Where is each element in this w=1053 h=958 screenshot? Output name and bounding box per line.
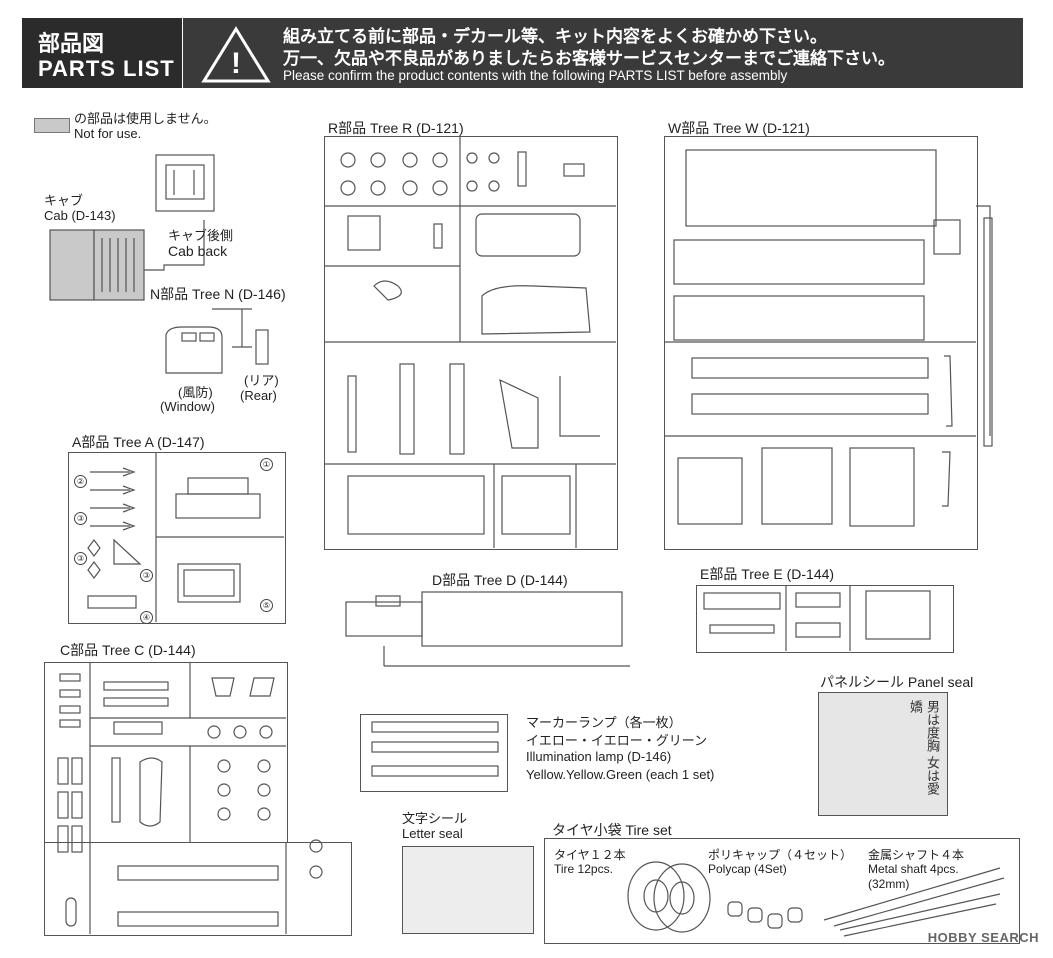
tire-set-title: タイヤ小袋 Tire set — [552, 822, 672, 838]
shaft-ja: 金属シャフト４本 — [868, 848, 965, 862]
tree-w-frame — [664, 136, 978, 550]
tree-r-frame — [324, 136, 618, 550]
not-used-swatch — [34, 118, 70, 133]
tree-a-frame — [68, 452, 286, 624]
cab-label-ja: キャブ — [44, 193, 84, 208]
rear-label-en: (Rear) — [240, 388, 277, 403]
tree-e-frame — [696, 585, 954, 653]
part-number-badge: ① — [260, 458, 273, 471]
tree-a-title: A部品 Tree A (D-147) — [72, 434, 205, 450]
tire-ja: タイヤ１２本 — [554, 848, 626, 862]
notice-ja-1: 組み立てる前に部品・デカール等、キット内容をよくお確かめ下さい。 — [283, 27, 827, 46]
letter-seal-image — [402, 846, 534, 934]
letter-seal-en: Letter seal — [402, 826, 463, 841]
legend-ja: の部品は使用しません。 — [74, 111, 217, 126]
marker-ja-2: イエロー・イエロー・グリーン — [526, 733, 708, 748]
header-title-block: 部品図 PARTS LIST — [22, 18, 182, 88]
tree-n-title: N部品 Tree N (D-146) — [150, 286, 286, 302]
svg-text:!: ! — [231, 47, 241, 80]
title-ja: 部品図 — [38, 31, 105, 56]
tree-c-drawing — [57, 662, 323, 934]
tree-w-drawing — [664, 149, 993, 527]
tree-d-drawing — [345, 591, 630, 667]
tire-en: Tire 12pcs. — [554, 862, 613, 876]
marker-lamp-sheet — [360, 714, 508, 792]
panel-seal-title: パネルシール Panel seal — [820, 674, 974, 690]
marker-ja-1: マーカーランプ（各一枚） — [526, 715, 682, 730]
part-number-badge: ③ — [140, 569, 153, 582]
tree-w-title: W部品 Tree W (D-121) — [668, 120, 810, 136]
tree-r-drawing — [324, 136, 616, 548]
tree-c-frame-lower — [44, 842, 352, 936]
header-notice-block: ! 組み立てる前に部品・デカール等、キット内容をよくお確かめ下さい。 万一、欠品… — [183, 18, 1023, 88]
shaft-en: Metal shaft 4pcs. — [868, 862, 959, 876]
legend-en: Not for use. — [74, 126, 142, 141]
window-label-en: (Window) — [160, 399, 215, 414]
panel-seal-calligraphy: 男は度胸 女は愛嬌 — [907, 700, 939, 796]
tree-r-title: R部品 Tree R (D-121) — [328, 120, 464, 136]
tree-d-title: D部品 Tree D (D-144) — [432, 572, 568, 588]
cab-drawing — [49, 154, 215, 301]
notice-ja-2: 万一、欠品や不良品がありましたらお客様サービスセンターまでご連絡下さい。 — [283, 49, 895, 68]
tire-set-frame — [544, 838, 1020, 944]
letter-seal-ja: 文字シール — [402, 811, 468, 826]
tree-e-title: E部品 Tree E (D-144) — [700, 566, 835, 582]
rear-label-ja: (リア) — [244, 373, 279, 388]
part-number-badge: ③ — [74, 552, 87, 565]
part-number-badge: ② — [74, 475, 87, 488]
shaft-size: (32mm) — [868, 877, 910, 891]
tire-set-drawing — [627, 861, 1005, 937]
cab-back-en: Cab back — [168, 243, 228, 259]
notice-en: Please confirm the product contents with… — [283, 68, 788, 83]
title-en: PARTS LIST — [38, 56, 175, 81]
marker-en-2: Yellow.Yellow.Green (each 1 set) — [526, 767, 715, 782]
part-number-badge: ③ — [74, 512, 87, 525]
tree-e-drawing — [703, 585, 931, 651]
cab-back-ja: キャブ後側 — [168, 228, 234, 243]
polycap-ja: ポリキャップ（４セット） — [708, 848, 853, 862]
cab-label-en: Cab (D-143) — [44, 208, 116, 223]
marker-en-1: Illumination lamp (D-146) — [526, 749, 672, 764]
window-label-ja: (風防) — [178, 385, 213, 400]
warning-triangle-icon: ! — [201, 26, 271, 83]
polycap-en: Polycap (4Set) — [708, 862, 787, 876]
tree-c-title: C部品 Tree C (D-144) — [60, 642, 196, 658]
tree-n-drawing — [165, 308, 269, 374]
panel-seal-image — [818, 692, 948, 816]
marker-lamp-drawing — [371, 721, 499, 777]
tree-a-drawing — [87, 452, 284, 622]
watermark-brand: HOBBY SEARCH — [927, 930, 1039, 945]
part-number-badge: ⑤ — [260, 599, 273, 612]
part-number-badge: ④ — [140, 611, 153, 624]
